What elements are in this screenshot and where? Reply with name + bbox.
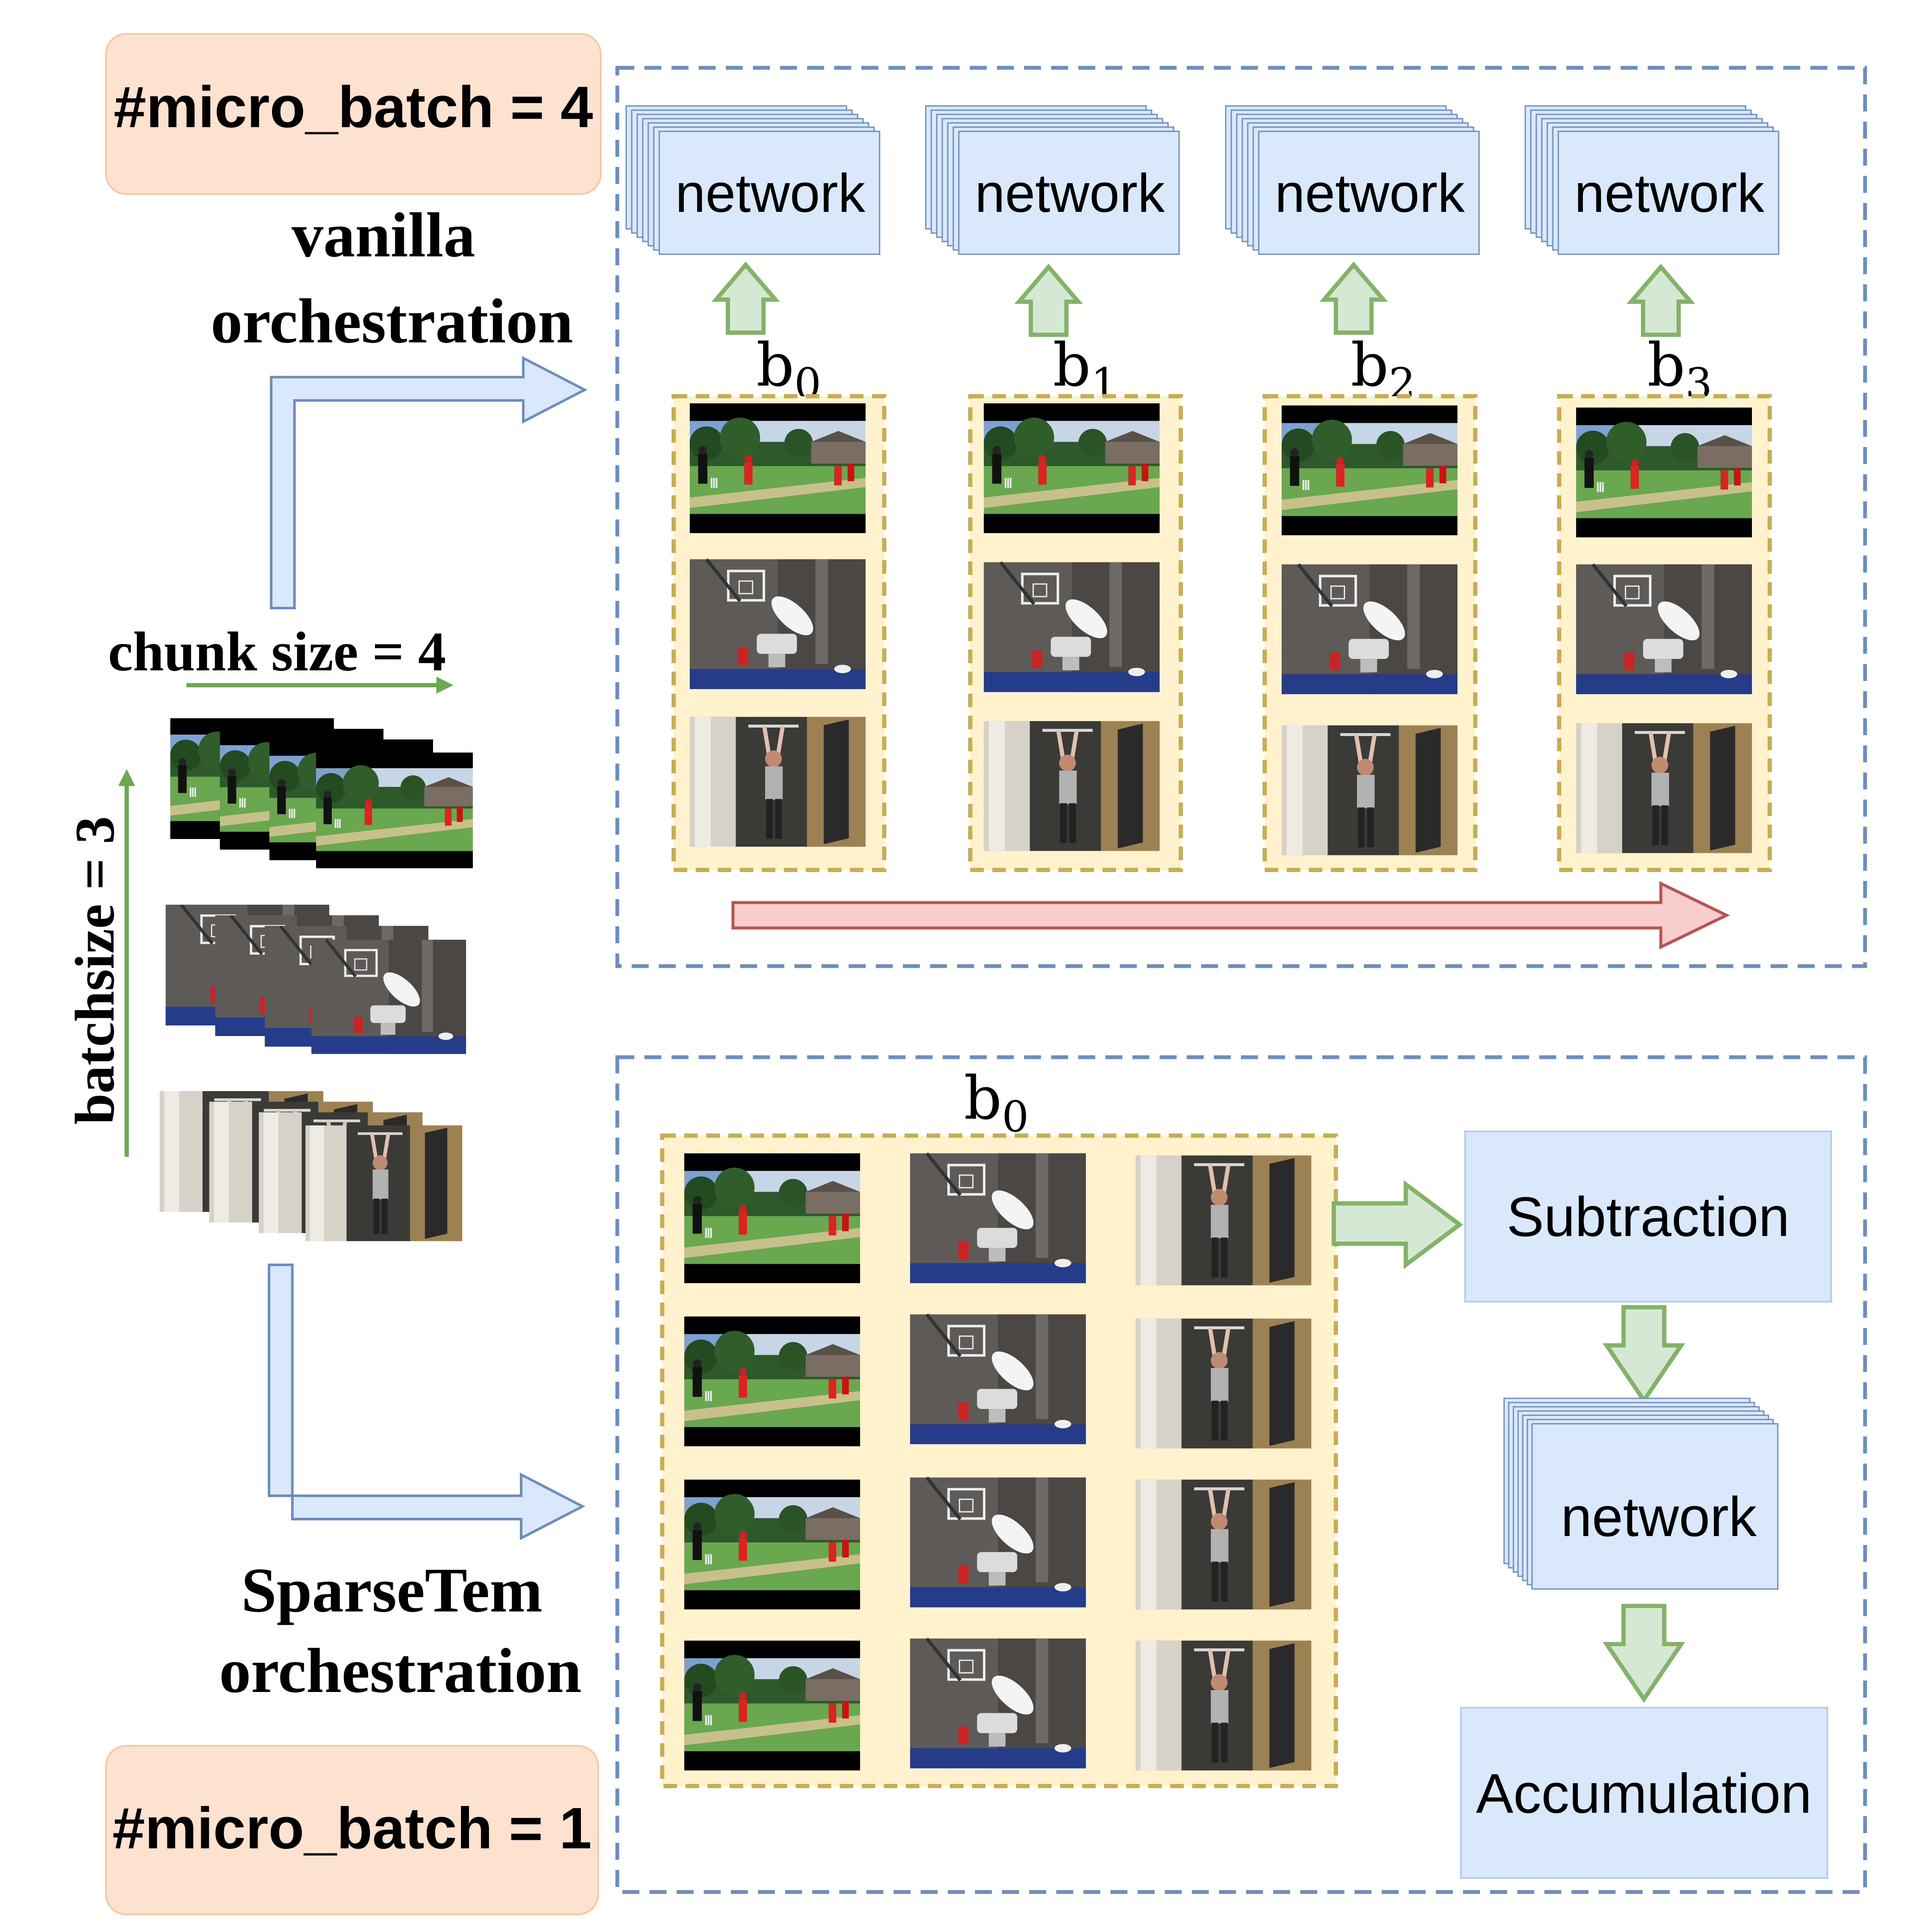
- batch-column-b2: [1263, 394, 1477, 872]
- sparsetem-panel: [615, 1055, 1867, 1894]
- chunk-size-arrowhead: [436, 677, 453, 694]
- frame-gym: [984, 562, 1160, 692]
- frame-gym: [910, 1639, 1086, 1768]
- frame-pullup: [1135, 1156, 1311, 1285]
- to-subtraction-arrow: [1332, 1180, 1463, 1269]
- frame-gym: [1282, 564, 1457, 694]
- batch-label-bottom-b0: b0: [964, 1064, 1029, 1142]
- sparsetem-batch-grid: [660, 1133, 1338, 1788]
- micro-batch-badge-top: [105, 33, 602, 195]
- batchsize-label: batchsize = 3: [64, 816, 126, 1125]
- frame-pullup: [1135, 1641, 1311, 1770]
- down-arrow-1: [1602, 1305, 1685, 1404]
- network-label-2: network: [1275, 163, 1465, 224]
- frame-cricket: [684, 1316, 860, 1447]
- micro-batch-top-label: #micro_batch = 4: [114, 75, 593, 140]
- vanilla-label-line1: vanilla: [291, 200, 475, 270]
- accumulation-box: [1460, 1707, 1828, 1879]
- frame-cricket: [690, 403, 866, 533]
- vanilla-flow-arrow: [270, 356, 588, 609]
- input-stack-pullup: [160, 1091, 462, 1241]
- sparsetem-flow-arrow: [268, 1264, 586, 1540]
- frame-gym: [910, 1478, 1086, 1607]
- frame-cricket: [684, 1479, 860, 1610]
- frame-cricket: [1576, 407, 1752, 538]
- batchsize-arrowhead: [118, 769, 135, 786]
- frame-cricket: [984, 403, 1160, 533]
- network-label-1: network: [975, 163, 1165, 224]
- network-stack-3: network: [1524, 105, 1779, 255]
- frame-pullup: [1135, 1319, 1311, 1448]
- frame-cricket: [684, 1640, 860, 1771]
- frame-cricket: [684, 1153, 860, 1283]
- network-label-3: network: [1574, 163, 1765, 224]
- micro-batch-badge-bottom: [105, 1745, 599, 1915]
- network-stack-0: network: [625, 105, 880, 255]
- network-stack-bottom: network: [1503, 1397, 1779, 1590]
- input-stack-cricket: [170, 718, 473, 869]
- up-arrow-2: [1324, 265, 1383, 333]
- frame-gym: [1576, 564, 1752, 694]
- network-label-0: network: [675, 163, 866, 224]
- up-arrow-1: [1019, 267, 1078, 335]
- frame-pullup: [690, 717, 866, 847]
- frame-cricket: [1282, 405, 1457, 536]
- frame-gym: [690, 559, 866, 689]
- accumulation-label: Accumulation: [1476, 1762, 1812, 1825]
- frame-pullup: [1135, 1480, 1311, 1609]
- up-arrow-3: [1631, 267, 1690, 335]
- network-stack-1: network: [925, 105, 1180, 255]
- frame-gym: [910, 1153, 1086, 1283]
- frame-pullup: [1576, 723, 1752, 853]
- micro-batch-bottom-label: #micro_batch = 1: [112, 1796, 591, 1861]
- vanilla-panel: [615, 66, 1867, 968]
- batch-label-b3: b3: [1647, 331, 1712, 408]
- frame-pullup: [1282, 725, 1457, 855]
- up-arrow-0: [716, 265, 775, 333]
- batch-column-b3: [1557, 394, 1772, 872]
- network-label-bottom: network: [1561, 1486, 1757, 1548]
- vanilla-label-line2: orchestration: [211, 286, 573, 356]
- sparsetem-label-line2: orchestration: [219, 1636, 581, 1706]
- frame-gym: [910, 1314, 1086, 1444]
- sparsetem-label-line1: SparseTem: [241, 1555, 542, 1625]
- subtraction-label: Subtraction: [1507, 1186, 1790, 1248]
- chunk-size-label: chunk size = 4: [108, 620, 446, 683]
- frame-pullup: [984, 721, 1160, 851]
- down-arrow-2: [1602, 1604, 1685, 1703]
- network-stack-2: network: [1225, 105, 1480, 255]
- sequential-arrow: [731, 881, 1730, 950]
- batch-column-b1: [968, 394, 1183, 872]
- subtraction-box: [1464, 1131, 1832, 1303]
- batch-column-b0: [672, 394, 886, 872]
- input-stack-gym: [166, 905, 466, 1054]
